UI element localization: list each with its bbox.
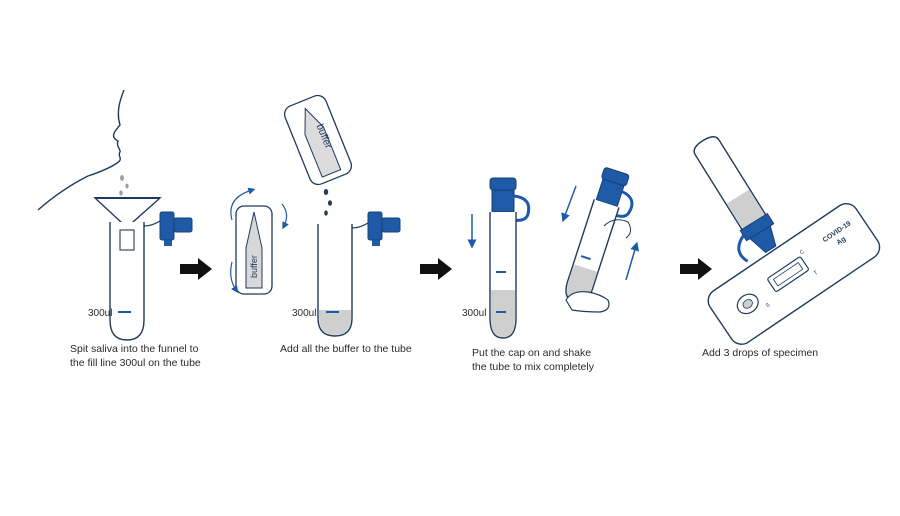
buffer-label-vial: buffer	[249, 255, 259, 278]
tube-liquid-step-2	[319, 310, 351, 335]
shake-arrow-down	[561, 185, 577, 223]
step-3-illustration	[467, 167, 640, 339]
step-2-illustration: buffer buffer	[230, 94, 401, 337]
step-1-caption-line2: the fill line 300ul on the tube	[70, 357, 201, 369]
step-arrow-1	[180, 258, 212, 280]
buffer-vial-squeeze: buffer	[230, 187, 289, 295]
step-3-caption-line2: the tube to mix completely	[472, 361, 594, 373]
step-2-caption: Add all the buffer to the tube	[280, 342, 412, 356]
shaking-tube	[565, 167, 634, 304]
shake-arrow-up	[625, 241, 640, 281]
step-1-fill-label: 300ul	[88, 308, 112, 319]
buffer-vial-tilted: buffer	[283, 94, 353, 186]
tube-side-cap-2	[351, 211, 401, 246]
tube-step-2	[317, 224, 353, 337]
device-s-mark: S	[765, 302, 772, 309]
step-arrow-3	[680, 258, 712, 280]
device-label-line2: Ag	[836, 236, 848, 247]
step-3-caption-line1: Put the cap on and shake	[472, 347, 592, 359]
dropper-tube	[693, 136, 777, 263]
face-profile-outline	[37, 89, 125, 211]
step-3-fill-label: 300ul	[462, 308, 486, 319]
step-2-fill-label: 300ul	[292, 308, 316, 319]
step-2-caption-line1: Add all the buffer to the tube	[280, 343, 412, 355]
step-4-caption: Add 3 drops of specimen	[702, 346, 818, 360]
device-t-mark: T	[813, 270, 820, 277]
step-3-caption: Put the cap on and shake the tube to mix…	[472, 346, 594, 374]
buffer-droplets	[323, 189, 332, 216]
step-1-caption: Spit saliva into the funnel to the fill …	[70, 342, 201, 370]
saliva-droplets	[119, 175, 129, 196]
capped-tube	[489, 177, 531, 339]
step-1-illustration	[37, 89, 193, 341]
tube-side-cap	[143, 211, 193, 246]
hand-outline	[565, 291, 610, 313]
step-arrow-2	[420, 258, 452, 280]
collection-tube	[109, 222, 145, 341]
step-4-caption-line1: Add 3 drops of specimen	[702, 347, 819, 359]
step-4-illustration: COVID-19 Ag C T S	[693, 136, 881, 345]
step-1-caption-line1: Spit saliva into the funnel to	[70, 343, 199, 355]
device-c-mark: C	[799, 249, 806, 256]
test-cassette: COVID-19 Ag C T S	[707, 202, 881, 345]
